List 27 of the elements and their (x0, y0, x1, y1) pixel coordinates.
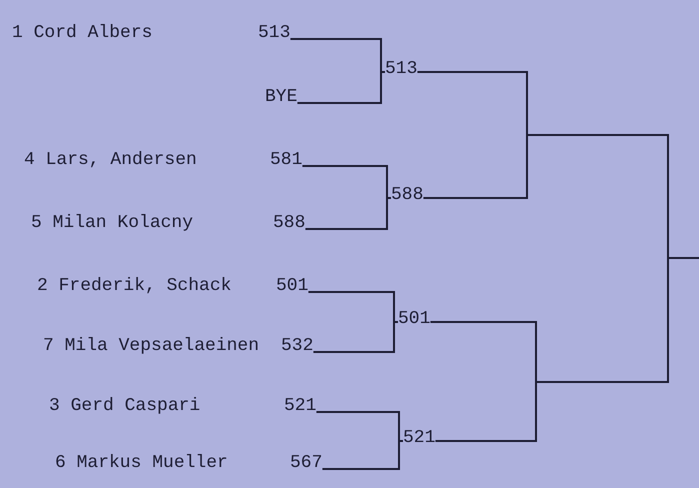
bracket-entry-label: 532 (281, 337, 314, 355)
bracket-entry-label: BYE (265, 88, 298, 106)
bracket-entry-label: 501 (398, 310, 430, 328)
player-name: 7 Mila Vepsaelaeinen (43, 337, 260, 355)
player-name: 3 Gerd Caspari (49, 397, 200, 415)
bracket-entry-label: 581 (270, 151, 302, 169)
bracket-entry-label: 513 (258, 24, 290, 42)
bracket-line (305, 197, 391, 230)
player-name: 4 Lars, Andersen (24, 151, 197, 169)
bracket-line (308, 291, 398, 323)
player-name: 2 Frederik, Schack (37, 277, 232, 295)
bracket-line (290, 38, 385, 73)
bracket-line (322, 440, 403, 470)
bracket-entry-label: 521 (284, 397, 316, 415)
bracket-entry-label: 588 (391, 186, 424, 204)
bracket-entry-label: 513 (385, 60, 418, 78)
bracket-line (302, 165, 391, 199)
player-name: 6 Markus Mueller (55, 454, 228, 472)
bracket-entry-label: 521 (403, 429, 436, 447)
bracket-entry-label: 567 (290, 454, 322, 472)
bracket-line (313, 321, 398, 353)
player-name: 5 Milan Kolacny (31, 214, 194, 232)
bracket-entry-label: 588 (273, 214, 306, 232)
bracket-line (297, 71, 385, 104)
player-name: 1 Cord Albers (12, 24, 152, 42)
bracket-line (316, 411, 403, 442)
bracket-entry-label: 501 (276, 277, 308, 295)
